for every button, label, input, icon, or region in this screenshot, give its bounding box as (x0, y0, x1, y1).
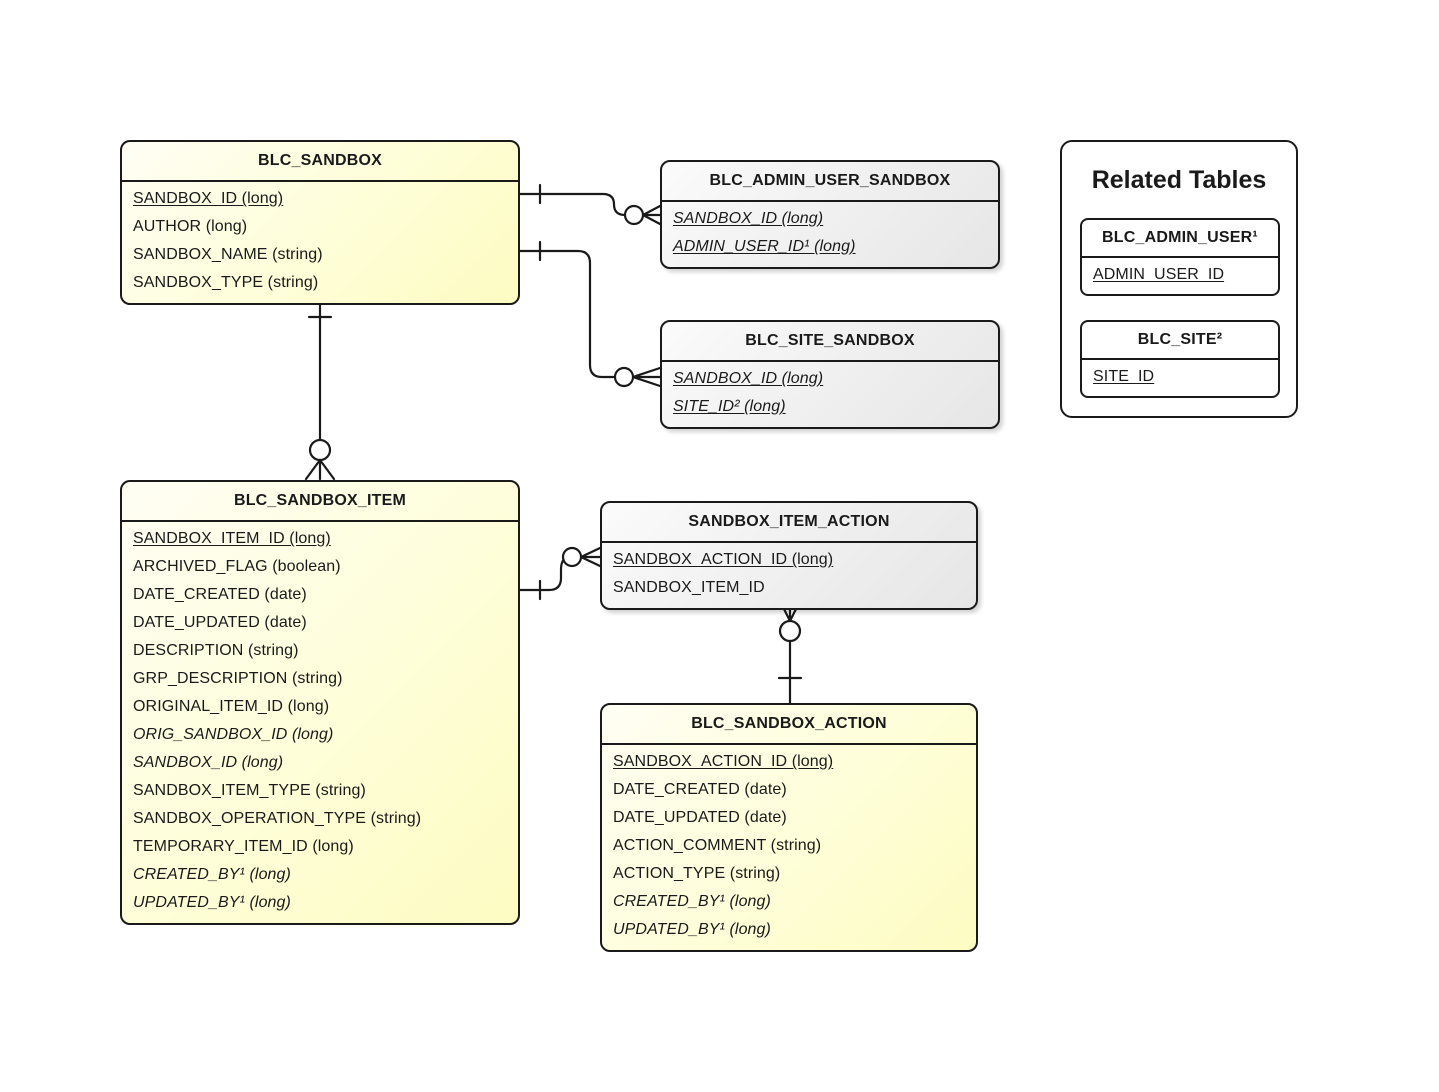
cardinality-zero-circle (778, 619, 802, 643)
table-blc-sandbox-action: BLC_SANDBOX_ACTION SANDBOX_ACTION_ID (lo… (600, 703, 978, 952)
table-blc-admin-user: BLC_ADMIN_USER¹ ADMIN_USER_ID (1080, 218, 1280, 296)
related-tables-title: Related Tables (1091, 166, 1267, 194)
table-title: BLC_SANDBOX_ACTION (602, 705, 976, 745)
table-field: SANDBOX_ITEM_ID (613, 579, 765, 596)
table-field: SANDBOX_OPERATION_TYPE (string) (133, 810, 422, 827)
table-title: BLC_ADMIN_USER¹ (1082, 220, 1278, 258)
table-fields: SANDBOX_ID (long) SITE_ID² (long) (662, 362, 998, 427)
table-field: SANDBOX_NAME (string) (133, 246, 323, 263)
cardinality-zero-circle (308, 438, 332, 462)
table-field: ARCHIVED_FLAG (boolean) (133, 558, 341, 575)
table-blc-admin-user-sandbox: BLC_ADMIN_USER_SANDBOX SANDBOX_ID (long)… (660, 160, 1000, 269)
table-field: ADMIN_USER_ID (1093, 266, 1225, 283)
connector-sandbox-item-to-item-action (518, 546, 602, 601)
table-field: SANDBOX_ACTION_ID (long) (613, 753, 834, 770)
table-field: DATE_CREATED (date) (133, 586, 307, 603)
table-field: SANDBOX_ID (long) (673, 210, 824, 227)
table-field: CREATED_BY¹ (long) (133, 866, 291, 883)
table-fields: SANDBOX_ID (long) AUTHOR (long) SANDBOX_NA… (122, 182, 518, 303)
crow-foot-many (641, 204, 662, 226)
table-field: SITE_ID (1093, 368, 1155, 385)
table-blc-sandbox-item: BLC_SANDBOX_ITEM SANDBOX_ITEM_ID (long) A… (120, 480, 520, 925)
related-tables-panel: Related Tables BLC_ADMIN_USER¹ ADMIN_USE… (1060, 140, 1298, 418)
table-field: DATE_CREATED (date) (613, 781, 787, 798)
table-field: ACTION_COMMENT (string) (613, 837, 822, 854)
table-fields: SANDBOX_ID (long) ADMIN_USER_ID¹ (long) (662, 202, 998, 267)
cardinality-zero-circle (623, 204, 645, 226)
table-field: UPDATED_BY¹ (long) (133, 894, 291, 911)
table-field: SITE_ID² (long) (673, 398, 786, 415)
connector-sandbox-to-sandbox-item (304, 296, 336, 481)
table-fields: SANDBOX_ACTION_ID (long) SANDBOX_ITEM_ID (602, 543, 976, 608)
table-blc-site-sandbox: BLC_SITE_SANDBOX SANDBOX_ID (long) SITE_I… (660, 320, 1000, 429)
crow-foot-many (579, 546, 602, 568)
connector-sandbox-to-site-sandbox (518, 240, 662, 388)
table-title: SANDBOX_ITEM_ACTION (602, 503, 976, 543)
table-sandbox-item-action: SANDBOX_ITEM_ACTION SANDBOX_ACTION_ID (l… (600, 501, 978, 610)
table-field: ACTION_TYPE (string) (613, 865, 781, 882)
table-field: DESCRIPTION (string) (133, 642, 299, 659)
table-fields: SANDBOX_ITEM_ID (long) ARCHIVED_FLAG (boo… (122, 522, 518, 923)
table-field: SANDBOX_ACTION_ID (long) (613, 551, 834, 568)
cardinality-zero-circle (561, 546, 583, 568)
table-field: SANDBOX_ITEM_TYPE (string) (133, 782, 366, 799)
table-field: GRP_DESCRIPTION (string) (133, 670, 343, 687)
table-field: DATE_UPDATED (date) (613, 809, 787, 826)
crow-foot-many (631, 366, 662, 388)
connector-sandbox-to-admin-user-sandbox (518, 183, 662, 226)
table-field: SANDBOX_ID (long) (133, 754, 284, 771)
table-field: ORIG_SANDBOX_ID (long) (133, 726, 334, 743)
table-blc-sandbox: BLC_SANDBOX SANDBOX_ID (long) AUTHOR (lon… (120, 140, 520, 305)
table-fields: SANDBOX_ACTION_ID (long) DATE_CREATED (da… (602, 745, 976, 950)
table-field: SANDBOX_ID (long) (133, 190, 284, 207)
table-field: TEMPORARY_ITEM_ID (long) (133, 838, 354, 855)
table-title: BLC_SANDBOX_ITEM (122, 482, 518, 522)
table-field: UPDATED_BY¹ (long) (613, 921, 771, 938)
connector-sandbox-action-to-item-action (777, 597, 803, 705)
table-field: AUTHOR (long) (133, 218, 248, 235)
table-fields: ADMIN_USER_ID (1082, 258, 1278, 294)
table-field: SANDBOX_TYPE (string) (133, 274, 319, 291)
table-blc-site: BLC_SITE² SITE_ID (1080, 320, 1280, 398)
table-field: SANDBOX_ITEM_ID (long) (133, 530, 331, 547)
table-fields: SITE_ID (1082, 360, 1278, 396)
table-title: BLC_ADMIN_USER_SANDBOX (662, 162, 998, 202)
table-title: BLC_SITE_SANDBOX (662, 322, 998, 362)
table-title: BLC_SITE² (1082, 322, 1278, 360)
table-field: ADMIN_USER_ID¹ (long) (673, 238, 856, 255)
table-title: BLC_SANDBOX (122, 142, 518, 182)
table-field: SANDBOX_ID (long) (673, 370, 824, 387)
cardinality-zero-circle (613, 366, 635, 388)
table-field: ORIGINAL_ITEM_ID (long) (133, 698, 330, 715)
table-field: CREATED_BY¹ (long) (613, 893, 771, 910)
table-field: DATE_UPDATED (date) (133, 614, 307, 631)
crow-foot-many (304, 458, 336, 481)
